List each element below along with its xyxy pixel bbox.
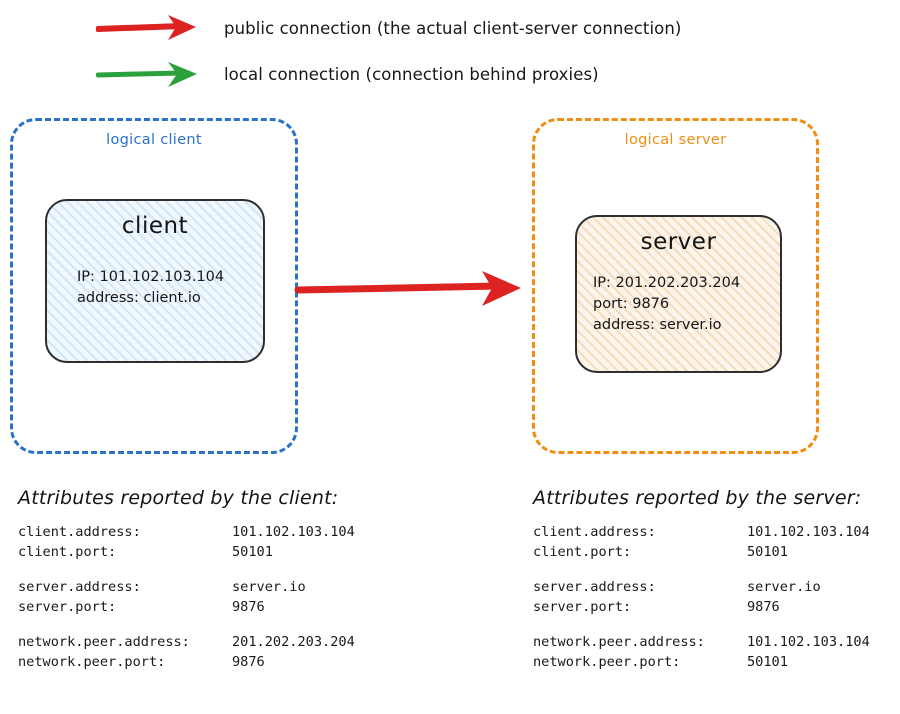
attr-key: network.peer.port:: [18, 653, 166, 670]
attr-value: 101.102.103.104: [747, 524, 870, 540]
attr-value: 9876: [747, 598, 780, 615]
server-node: server IP: 201.202.203.204 port: 9876 ad…: [575, 215, 782, 373]
attr-key: client.port:: [533, 543, 632, 560]
green-arrow-icon: [96, 62, 197, 87]
client-attributes-block: Attributes reported by the client: clien…: [18, 487, 355, 673]
attr-key: server.port:: [18, 598, 117, 615]
server-node-title: server: [640, 229, 717, 255]
client-node: client IP: 101.102.103.104 address: clie…: [45, 199, 265, 363]
table-row: client.port: 50101: [533, 543, 870, 563]
legend-item-local-connection: local connection (connection behind prox…: [96, 54, 599, 94]
attr-key: network.peer.address:: [533, 633, 705, 650]
logical-client-container: logical client: [10, 118, 298, 454]
attr-key: client.port:: [18, 543, 117, 560]
table-row-spacer: [18, 563, 355, 578]
server-attributes-table: client.address: 101.102.103.104 client.p…: [533, 523, 870, 673]
attr-value: 201.202.203.204: [232, 633, 355, 650]
table-row: client.address: 101.102.103.104: [533, 523, 870, 543]
logical-server-container: logical server: [532, 118, 819, 454]
table-row: network.peer.address: 201.202.203.204: [18, 633, 355, 653]
table-row: network.peer.port: 50101: [533, 653, 870, 673]
table-row: client.address: 101.102.103.104: [18, 523, 355, 543]
client-node-ip: IP: 101.102.103.104: [77, 269, 225, 285]
server-attributes-block: Attributes reported by the server: clien…: [533, 487, 870, 673]
attr-value: 50101: [747, 543, 788, 560]
server-node-port: port: 9876: [593, 296, 670, 313]
table-row: server.port: 9876: [533, 598, 870, 618]
server-node-address: address: server.io: [593, 317, 722, 334]
table-row-spacer: [533, 563, 870, 578]
server-node-details: IP: 201.202.203.204 port: 9876 address: …: [593, 273, 780, 336]
attr-value: 9876: [232, 653, 265, 670]
attr-key: client.address:: [533, 524, 656, 540]
attr-key: server.address:: [18, 578, 141, 595]
server-node-ip: IP: 201.202.203.204: [593, 275, 741, 291]
table-row: client.port: 50101: [18, 543, 355, 563]
table-row-spacer: [18, 618, 355, 633]
attr-value: server.io: [232, 578, 306, 595]
attr-key: network.peer.address:: [18, 633, 190, 650]
attr-key: server.port:: [533, 598, 632, 615]
table-row: network.peer.address: 101.102.103.104: [533, 633, 870, 653]
public-connection-arrow-icon: [294, 271, 521, 306]
legend-label-public-connection: public connection (the actual client-ser…: [224, 18, 682, 38]
client-node-title: client: [121, 213, 189, 239]
client-attributes-table: client.address: 101.102.103.104 client.p…: [18, 523, 355, 673]
client-node-details: IP: 101.102.103.104 address: client.io: [77, 267, 263, 309]
table-row: server.address: server.io: [533, 578, 870, 598]
attr-value: server.io: [747, 578, 821, 595]
table-row-spacer: [533, 618, 870, 633]
attr-value: 50101: [747, 653, 788, 670]
attr-value: 9876: [232, 598, 265, 615]
logical-server-title: logical server: [624, 132, 727, 148]
client-node-address: address: client.io: [77, 290, 201, 307]
table-row: server.address: server.io: [18, 578, 355, 598]
attr-key: network.peer.port:: [533, 653, 681, 670]
attr-value: 50101: [232, 543, 273, 560]
table-row: server.port: 9876: [18, 598, 355, 618]
logical-client-title: logical client: [106, 132, 202, 148]
attr-key: client.address:: [18, 524, 141, 540]
client-attributes-heading: Attributes reported by the client:: [18, 487, 339, 509]
red-arrow-icon: [96, 15, 196, 40]
attr-value: 101.102.103.104: [232, 524, 355, 540]
server-attributes-heading: Attributes reported by the server:: [533, 487, 862, 509]
attr-value: 101.102.103.104: [747, 633, 870, 650]
legend-item-public-connection: public connection (the actual client-ser…: [96, 8, 681, 48]
table-row: network.peer.port: 9876: [18, 653, 355, 673]
attr-key: server.address:: [533, 578, 656, 595]
legend-label-local-connection: local connection (connection behind prox…: [224, 64, 599, 84]
